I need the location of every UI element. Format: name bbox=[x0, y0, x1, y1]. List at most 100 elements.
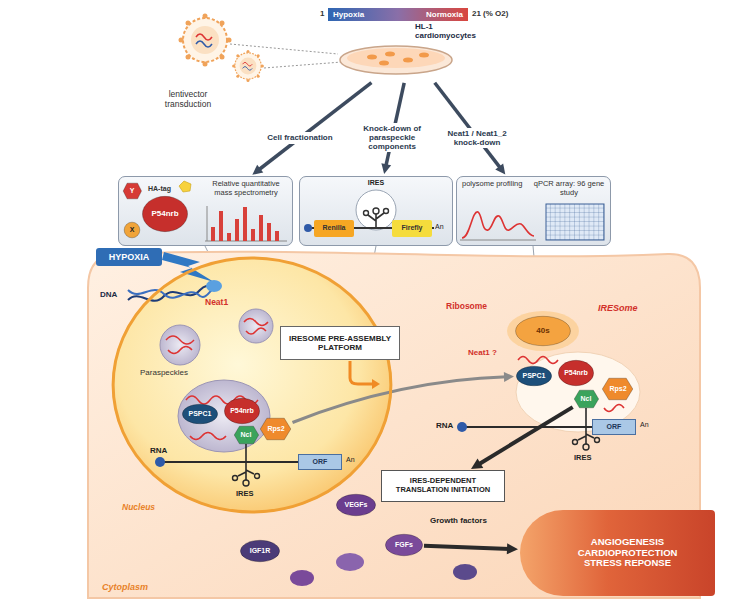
protein-circle: PSPC1 bbox=[182, 404, 218, 424]
arrowhead bbox=[504, 372, 514, 382]
shape-outline bbox=[574, 390, 598, 408]
method-panel: IRESRenillaFirefly bbox=[299, 176, 453, 246]
protein-circle: P54nrb bbox=[558, 360, 594, 386]
nucleus: Nucleus PSPC1 P54nrbRps2NclORF bbox=[112, 257, 392, 513]
annotation-label: HA-tag bbox=[148, 185, 171, 193]
node-text: P54nrb bbox=[230, 407, 254, 415]
node-text: Renilla bbox=[323, 224, 346, 232]
annotation-label: An bbox=[346, 456, 355, 464]
node-text: ANGIOGENESIS bbox=[591, 537, 664, 548]
node-text: HYPOXIA bbox=[109, 252, 150, 262]
protein-circle: PSPC1 bbox=[516, 366, 552, 386]
virus-icons bbox=[179, 14, 343, 82]
shape-outline bbox=[516, 316, 571, 345]
iresome-complex bbox=[457, 311, 640, 450]
growth-factor: FGFs bbox=[385, 534, 423, 556]
protein-circle: P54nrb bbox=[224, 398, 260, 424]
label-holder: An bbox=[346, 456, 355, 464]
label-holder: Neat1 ? bbox=[468, 348, 497, 357]
node-text: PSPC1 bbox=[523, 372, 546, 380]
reporter-box: Renilla bbox=[314, 220, 354, 236]
label-holder: 21 (% O2) bbox=[472, 9, 508, 18]
shape-outline bbox=[516, 366, 551, 386]
node-text: ORF bbox=[313, 458, 328, 466]
node-text: STRESS REPONSE bbox=[584, 558, 671, 569]
node-text: Hypoxia bbox=[333, 10, 364, 19]
growth-factor: IGF1R bbox=[240, 540, 280, 562]
label-holder: Paraspeckles bbox=[140, 368, 188, 377]
nucleus-ground bbox=[112, 257, 392, 513]
hypoxia-banner: HYPOXIA bbox=[96, 248, 162, 266]
connector-line bbox=[435, 83, 501, 169]
label-holder: An bbox=[435, 223, 444, 231]
node-text: VEGFs bbox=[345, 501, 368, 509]
shape-outline bbox=[558, 360, 593, 385]
protein-hexagon: Y bbox=[123, 183, 142, 199]
protein-hexagon: Rps2 bbox=[260, 418, 291, 440]
label-holder: 1 bbox=[320, 9, 324, 18]
edge-label-holder: Cell fractionation bbox=[264, 132, 335, 143]
node-text: Cytoplasm bbox=[102, 582, 148, 592]
edge-label: Knock-down of paraspeckle components bbox=[347, 123, 437, 153]
protein-circle: P54nrb bbox=[142, 196, 188, 232]
annotation-label: lentivector transduction bbox=[148, 90, 228, 110]
outcome-band: ANGIOGENESISCARDIOPROTECTIONSTRESS REPON… bbox=[520, 510, 715, 596]
node-text: P54nrb bbox=[564, 369, 588, 377]
annotation-label: Neat1 bbox=[205, 298, 228, 308]
node-text: P54nrb bbox=[151, 209, 178, 218]
node-text: polysome profiling bbox=[462, 180, 522, 189]
label-holder: HA-tag bbox=[148, 185, 171, 193]
node-text: qPCR array: 96 gene study bbox=[533, 180, 605, 197]
node-text: FGFs bbox=[395, 541, 413, 549]
nuclear-mrna bbox=[155, 444, 298, 486]
reporter-box: Firefly bbox=[392, 220, 432, 236]
node-text: Rps2 bbox=[267, 425, 284, 433]
paraspeckles bbox=[160, 309, 273, 452]
label-holder: An bbox=[640, 421, 649, 429]
shape-outline bbox=[234, 426, 258, 444]
connector-line bbox=[478, 407, 573, 465]
shape-outline bbox=[385, 534, 422, 556]
edge-label: Neat1 / Neat1_2 knock-down bbox=[437, 128, 517, 148]
label-holder: Ribosome bbox=[446, 302, 487, 312]
edge-label: Cell fractionation bbox=[264, 132, 335, 143]
shape-outline bbox=[113, 258, 391, 512]
shape-outline bbox=[240, 540, 279, 562]
edge-label-holder: Neat1 / Neat1_2 knock-down bbox=[437, 128, 517, 148]
annotation-label: RNA bbox=[150, 446, 167, 455]
label-holder: IRES bbox=[574, 454, 592, 463]
oxygen-scale: Hypoxia Normoxia bbox=[328, 8, 468, 21]
mass-spec-chart bbox=[179, 181, 287, 241]
method-panel: polysome profiling qPCR array: 96 gene st… bbox=[456, 176, 611, 246]
method-panel: Relative quantitative mass spectrometryY… bbox=[118, 176, 293, 246]
growth-factor: VEGFs bbox=[336, 494, 376, 516]
shape-outline bbox=[603, 378, 634, 400]
culture-dish bbox=[340, 46, 452, 74]
connector bbox=[471, 407, 573, 469]
arrowhead bbox=[252, 165, 263, 175]
node-text: IGF1R bbox=[250, 547, 271, 555]
shape-outline bbox=[123, 183, 141, 199]
node-text: ORF bbox=[607, 423, 622, 431]
orf-box: ORF bbox=[592, 419, 636, 435]
node-text: Nucleus bbox=[122, 503, 155, 513]
node-text: PSPC1 bbox=[189, 410, 212, 418]
annotation-label: 21 (% O2) bbox=[472, 9, 508, 18]
annotation-label: An bbox=[640, 421, 649, 429]
shape-outline bbox=[124, 222, 140, 238]
annotation-label: Ribosome bbox=[446, 302, 487, 312]
shape-outline bbox=[336, 494, 375, 516]
node-text: Firefly bbox=[401, 224, 422, 232]
node-text: IRES-DEPENDENT TRANSLATION INITIATION bbox=[386, 477, 500, 494]
hypoxia-bolt bbox=[162, 252, 214, 282]
shape-outline bbox=[224, 398, 259, 423]
annotation-label: DNA bbox=[100, 290, 117, 299]
node-text: Normoxia bbox=[426, 10, 463, 19]
label-holder: IRES bbox=[236, 490, 254, 499]
node-text: Ncl bbox=[241, 431, 252, 439]
connector-line bbox=[424, 546, 510, 549]
process-box: IRES-DEPENDENT TRANSLATION INITIATION bbox=[381, 470, 505, 502]
annotation-label: IRESome bbox=[598, 303, 638, 313]
cell-body bbox=[88, 252, 700, 598]
protein-hexagon: Ncl bbox=[234, 426, 259, 444]
